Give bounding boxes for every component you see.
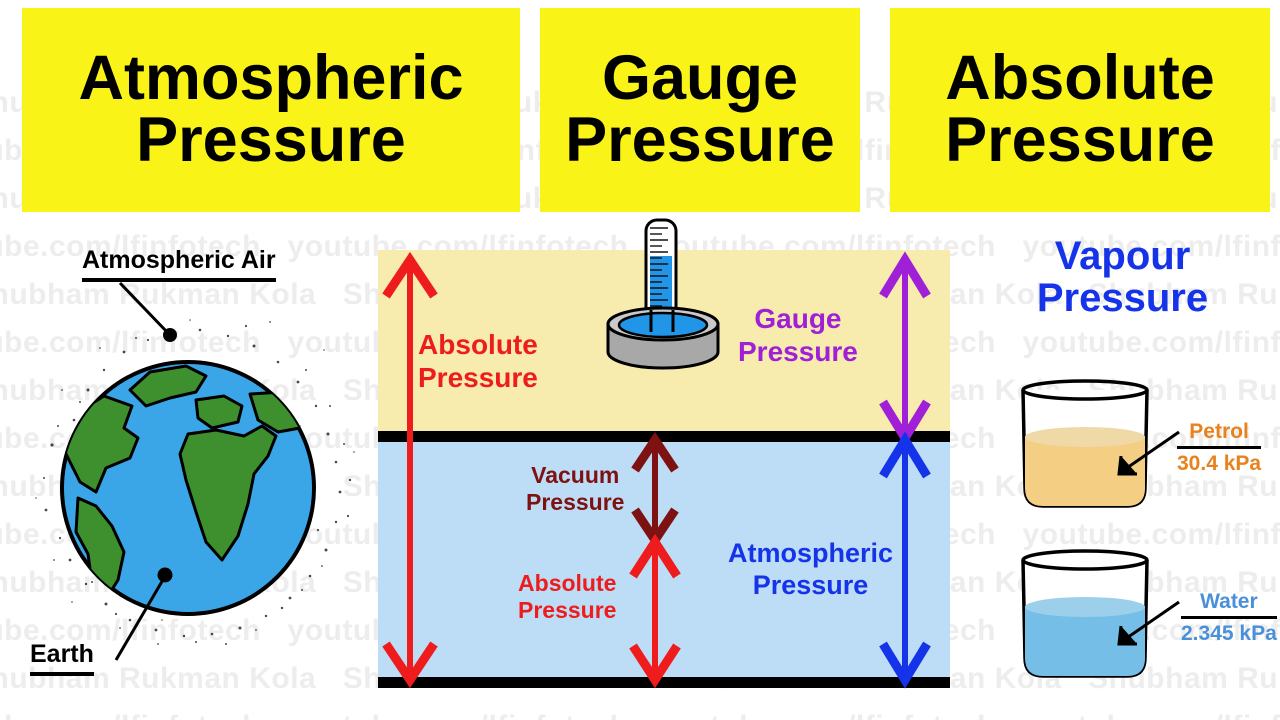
label-petrol-value: 30.4 kPa bbox=[1177, 452, 1262, 475]
absolute-zero-line bbox=[378, 677, 950, 688]
arrow-atmospheric-pressure bbox=[879, 431, 931, 689]
beaker-petrol bbox=[1021, 379, 1180, 508]
label-vacuum-pressure: Vacuum Pressure bbox=[526, 462, 624, 516]
label-atmospheric-line1: Atmospheric bbox=[728, 538, 894, 568]
earth-illustration-panel: Atmospheric Air bbox=[0, 230, 376, 720]
pressure-relationship-diagram: Absolute Pressure Gauge Pressure Vacuum … bbox=[378, 218, 950, 689]
label-absolute-pressure-lower: Absolute Pressure bbox=[518, 570, 616, 624]
beaker-water-liquid bbox=[1025, 606, 1145, 676]
barometer-dish-liquid bbox=[617, 311, 709, 339]
banner-absolute-pressure: Absolute Pressure bbox=[890, 8, 1270, 212]
arrow-absolute-pressure-lower bbox=[629, 533, 681, 689]
banner-gauge-line2: Pressure bbox=[565, 105, 835, 175]
beaker-petrol-rim bbox=[1021, 379, 1149, 401]
beaker-water-surface bbox=[1025, 597, 1145, 617]
label-absolute-lower-line1: Absolute bbox=[518, 570, 617, 596]
beaker-water bbox=[1021, 549, 1180, 678]
banner-atmospheric-line2: Pressure bbox=[136, 105, 406, 175]
label-vapour-pressure: Vapour Pressure bbox=[985, 235, 1260, 319]
earth-graphic bbox=[35, 281, 355, 661]
arrow-vacuum-pressure bbox=[631, 431, 679, 549]
label-atmospheric-air: Atmospheric Air bbox=[82, 246, 276, 282]
label-atmospheric-line2: Pressure bbox=[752, 569, 869, 600]
label-earth: Earth bbox=[30, 640, 94, 676]
pressure-arrows bbox=[382, 251, 931, 689]
label-water: Water 2.345 kPa bbox=[1181, 590, 1277, 646]
label-gauge-line2: Pressure bbox=[738, 336, 858, 368]
earth-continents bbox=[62, 364, 306, 604]
label-vacuum-line1: Vacuum bbox=[531, 462, 620, 488]
label-absolute-lower-line2: Pressure bbox=[518, 597, 617, 624]
label-atmospheric-pressure: Atmospheric Pressure bbox=[728, 538, 893, 602]
arrow-gauge-pressure bbox=[879, 251, 931, 447]
label-gauge-line1: Gauge bbox=[754, 303, 842, 334]
label-vapour-line2: Pressure bbox=[1036, 276, 1209, 320]
pointer-water bbox=[1117, 600, 1180, 646]
label-absolute-upper-line1: Absolute bbox=[418, 329, 538, 360]
label-vacuum-line2: Pressure bbox=[526, 489, 625, 516]
banner-atmospheric-pressure: Atmospheric Pressure bbox=[22, 8, 520, 212]
barometer-instrument bbox=[606, 218, 720, 370]
label-water-value: 2.345 kPa bbox=[1181, 622, 1277, 645]
arrow-absolute-pressure-full bbox=[382, 251, 438, 689]
beaker-petrol-liquid bbox=[1025, 436, 1145, 506]
label-water-name: Water bbox=[1181, 590, 1277, 619]
banner-gauge-pressure: Gauge Pressure bbox=[540, 8, 860, 212]
beaker-water-rim bbox=[1021, 549, 1149, 571]
label-absolute-pressure-upper: Absolute Pressure bbox=[418, 328, 538, 394]
leader-line-earth bbox=[114, 567, 173, 661]
banner-absolute-line2: Pressure bbox=[945, 105, 1215, 175]
banner-atmospheric-line1: Atmospheric bbox=[78, 43, 464, 114]
label-petrol-name: Petrol bbox=[1177, 420, 1262, 449]
label-petrol: Petrol 30.4 kPa bbox=[1177, 420, 1262, 476]
pointer-petrol bbox=[1117, 430, 1180, 476]
banner-gauge-line1: Gauge bbox=[601, 43, 799, 114]
leader-line-atmospheric-air bbox=[118, 281, 177, 342]
label-gauge-pressure: Gauge Pressure bbox=[738, 302, 858, 368]
banner-absolute-line1: Absolute bbox=[945, 43, 1215, 114]
beaker-petrol-surface bbox=[1025, 427, 1145, 447]
label-vapour-line1: Vapour bbox=[1054, 234, 1191, 278]
vapour-pressure-panel: Vapour Pressure Petrol 30.4 kPa Water 2.… bbox=[985, 235, 1280, 720]
label-absolute-upper-line2: Pressure bbox=[418, 362, 538, 394]
atmospheric-datum-line bbox=[378, 431, 950, 442]
